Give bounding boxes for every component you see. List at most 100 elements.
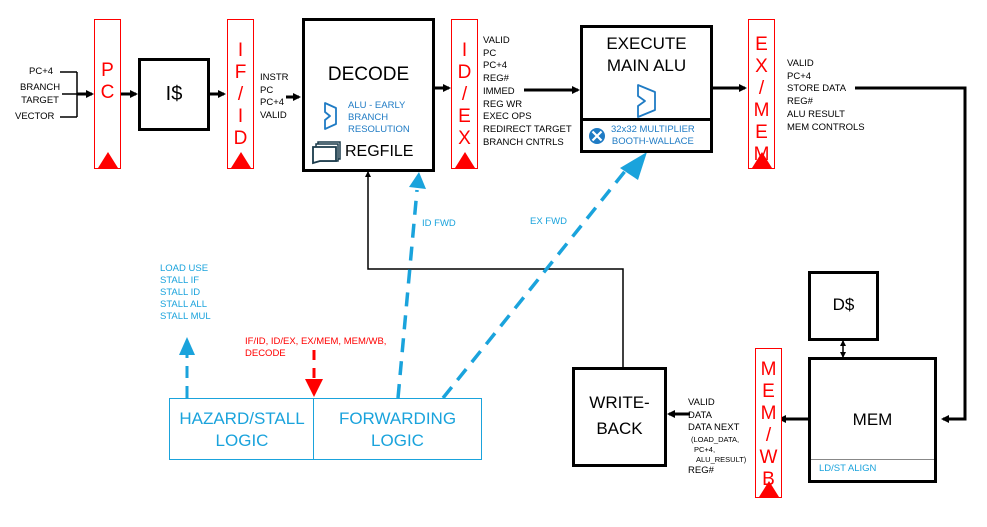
input-target-text: TARGET — [21, 95, 59, 106]
icache-block: I$ — [138, 58, 210, 131]
clock-edge-icon — [758, 481, 779, 497]
signal: VALID — [787, 58, 814, 69]
ex-fwd-arrowhead-icon — [620, 152, 647, 180]
ld-st-align-label: LD/ST ALIGN — [819, 463, 877, 474]
signal: ALU RESULT — [787, 108, 845, 120]
signal: DATA NEXT — [688, 422, 740, 434]
stall-signal: LOAD USE — [160, 263, 209, 274]
ex-mem-signals: VALID PC+4 STORE DATA REG# ALU RESULT ME… — [787, 58, 865, 134]
alu-icon — [324, 102, 337, 130]
decode-title: DECODE — [327, 64, 410, 85]
execute-title-line: MAIN ALU — [606, 56, 687, 75]
input-pc-plus4-text: PC+4 — [29, 66, 54, 77]
signal: EXEC OPS — [483, 111, 532, 123]
mem-wb-register-label: M E M / W B — [756, 359, 781, 491]
execute-title: EXECUTE MAIN ALU — [583, 33, 710, 77]
reg-letter: X — [755, 56, 768, 77]
signal: IMMED — [483, 85, 515, 97]
reg-letter: I — [237, 40, 244, 61]
signal-sub: ALU_RESULT) — [696, 455, 747, 465]
ex-mem-register-label: E X / M E M — [749, 34, 774, 166]
flush-targets: IF/ID, ID/EX, EX/MEM, MEM/WB, DECODE — [245, 336, 386, 360]
signal: MEM CONTROLS — [787, 121, 865, 133]
signal: REG WR — [483, 98, 523, 110]
id-fwd-arrow — [396, 189, 419, 399]
execute-title-line: EXECUTE — [606, 34, 687, 53]
stall-signals: LOAD USE STALL IF STALL ID STALL ALL STA… — [160, 263, 211, 323]
ex-fwd-arrow — [441, 163, 632, 400]
execute-block: EXECUTE MAIN ALU 32x32 MULTIPLIER BOOTH-… — [580, 25, 713, 153]
regfile-icon — [312, 141, 341, 165]
forwarding-title-line: FORWARDING — [338, 409, 457, 428]
signal: BRANCH CNTRLS — [483, 136, 564, 148]
writeback-to-regfile-wire — [365, 171, 624, 367]
early-branch-alu-label: ALU - EARLY BRANCH RESOLUTION — [348, 100, 410, 136]
clock-edge-icon — [97, 152, 118, 168]
reg-letter: I — [237, 106, 244, 127]
mem-title: MEM — [852, 410, 893, 429]
reg-letter: X — [458, 128, 471, 149]
id-ex-signals: VALID PC PC+4 REG# IMMED REG WR EXEC OPS… — [483, 35, 572, 149]
id-fwd-label: ID FWD — [422, 218, 456, 229]
flush-target-line: IF/ID, ID/EX, EX/MEM, MEM/WB, — [245, 336, 387, 347]
signal: REG# — [483, 73, 509, 85]
multiplier-label-line: 32x32 MULTIPLIER — [611, 124, 695, 135]
signal: INSTR — [260, 72, 289, 83]
signal: PC+4 — [787, 70, 812, 82]
ex-mem-register: E X / M E M — [748, 19, 775, 169]
reg-letter: W — [759, 447, 778, 468]
reg-letter: M — [760, 359, 777, 380]
hazard-title-line: HAZARD/STALL — [179, 409, 305, 428]
forwarding-title-line: LOGIC — [371, 431, 424, 450]
stall-arrowhead-icon — [179, 337, 195, 355]
multiplier-subblock: 32x32 MULTIPLIER BOOTH-WALLACE — [580, 118, 713, 153]
signal: REG# — [787, 96, 813, 108]
reg-letter: E — [755, 122, 768, 143]
reg-letter: / — [765, 425, 772, 446]
flush-arrowhead-icon — [305, 379, 323, 397]
pc-input-bus — [60, 71, 94, 118]
signal: STORE DATA — [787, 83, 847, 95]
reg-letter: P — [101, 60, 114, 81]
reg-letter: M — [760, 403, 777, 424]
flush-target-line: DECODE — [245, 348, 286, 359]
signal: VALID — [688, 397, 715, 408]
reg-letter: E — [458, 106, 471, 127]
stall-signal: STALL ID — [160, 287, 201, 298]
reg-letter: D — [457, 62, 472, 83]
if-id-register-label: I F / I D — [228, 40, 253, 150]
data-next-sources: (LOAD_DATA, PC+4, ALU_RESULT) — [688, 435, 746, 465]
signal: PC+4 — [260, 97, 285, 109]
input-vector: VECTOR — [15, 111, 54, 124]
multiplier-icon — [589, 128, 605, 144]
clock-edge-icon — [454, 152, 475, 168]
reg-letter: / — [758, 78, 765, 99]
reg-letter: / — [237, 84, 244, 105]
multiplier-label-line: BOOTH-WALLACE — [611, 136, 694, 147]
main-alu-icon — [637, 84, 656, 118]
reg-letter: D — [233, 128, 248, 149]
signal: REDIRECT TARGET — [483, 123, 572, 135]
ex-fwd-label: EX FWD — [530, 216, 567, 227]
multiplier-label: 32x32 MULTIPLIER BOOTH-WALLACE — [611, 124, 695, 148]
writeback-title-line: WRITE- — [589, 393, 650, 412]
reg-letter: F — [234, 62, 247, 83]
input-branch-target: BRANCH TARGET — [20, 81, 60, 107]
forwarding-logic-block: FORWARDING LOGIC — [313, 398, 482, 460]
input-branch-text: BRANCH — [20, 82, 61, 93]
writeback-block: WRITE- BACK — [572, 367, 667, 467]
input-pc-plus4: PC+4 — [29, 66, 53, 79]
dcache-title: D$ — [832, 295, 855, 314]
if-id-signals: INSTR PC PC+4 VALID — [260, 72, 289, 123]
signal-sub: PC+4, — [694, 445, 716, 455]
alu-label-line: BRANCH — [348, 112, 389, 123]
signal: PC — [483, 47, 497, 59]
signal: PC+4 — [483, 60, 508, 72]
if-id-register: I F / I D — [227, 19, 254, 169]
reg-letter: M — [753, 100, 770, 121]
stall-signal: STALL ALL — [160, 299, 208, 310]
signal-sub: (LOAD_DATA, — [691, 435, 740, 445]
reg-letter: E — [755, 34, 768, 55]
